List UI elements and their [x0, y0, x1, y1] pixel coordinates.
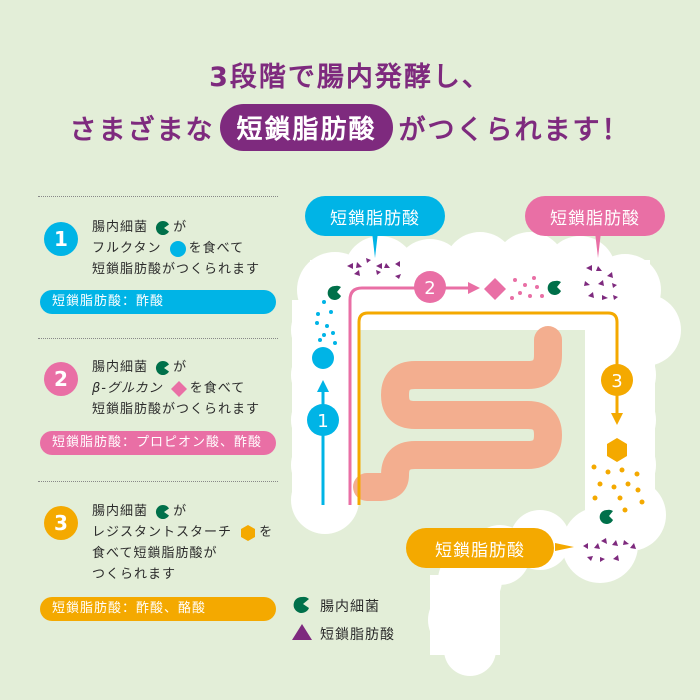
bacteria-icon	[156, 220, 170, 235]
diamond-icon	[170, 380, 187, 397]
step-2-text: 腸内細菌 が β-グルカン を食べて 短鎖脂肪酸がつくられます	[92, 360, 261, 417]
page-title-line1: 3段階で腸内発酵し、	[209, 62, 491, 93]
step-3-acid-pill: 短鎖脂肪酸：酢酸、酪酸	[40, 597, 276, 621]
marker-1	[307, 404, 339, 436]
fructan-circle-icon	[312, 347, 334, 369]
step-1-text: 腸内細菌 が フルクタン を食べて 短鎖脂肪酸がつくられます	[92, 220, 261, 277]
legend-bacteria-icon	[293, 596, 309, 613]
bacteria-icon	[156, 504, 170, 519]
divider	[38, 481, 278, 482]
circle-icon	[169, 240, 186, 257]
small-intestine	[353, 326, 562, 501]
marker-2	[414, 271, 446, 303]
title-prefix: さまざまな	[69, 115, 215, 146]
title-suffix: がつくられます！	[398, 115, 631, 146]
step-3-text: 腸内細菌 が レジスタントスターチ を 食べて短鎖脂肪酸が つくられます	[92, 504, 274, 582]
step-1-number: 1	[44, 222, 78, 256]
scfa-triangles	[347, 258, 636, 562]
scfa-bubble-blue: 短鎖脂肪酸	[305, 196, 445, 236]
resistant-starch-hexagon-icon	[607, 438, 627, 462]
scfa-bubble-orange: 短鎖脂肪酸	[406, 528, 554, 568]
step-3-number: 3	[44, 506, 78, 540]
bacteria-icon	[156, 360, 170, 375]
step-1-acid-pill: 短鎖脂肪酸：酢酸	[40, 290, 276, 314]
divider	[38, 196, 278, 197]
step-2-number: 2	[44, 362, 78, 396]
bacteria-icon	[599, 509, 613, 524]
hexagon-icon	[241, 524, 256, 541]
marker-3	[601, 364, 633, 396]
title-highlight-pill: 短鎖脂肪酸	[220, 104, 393, 151]
legend-bacteria: 腸内細菌	[320, 599, 380, 615]
bacteria-icon	[547, 280, 561, 295]
divider	[38, 338, 278, 339]
svg-text:1: 1	[317, 411, 328, 432]
page-title-line2: さまざまな 短鎖脂肪酸 がつくられます！	[0, 104, 700, 151]
legend-scfa: 短鎖脂肪酸	[320, 627, 395, 643]
beta-glucan-diamond-icon	[484, 278, 506, 300]
svg-text:3: 3	[611, 371, 622, 392]
scfa-bubble-pink: 短鎖脂肪酸	[525, 196, 665, 236]
legend-triangle-icon	[292, 624, 312, 640]
svg-text:2: 2	[424, 278, 435, 299]
step-2-acid-pill: 短鎖脂肪酸：プロピオン酸、酢酸	[40, 431, 276, 455]
bacteria-icon	[327, 285, 341, 300]
